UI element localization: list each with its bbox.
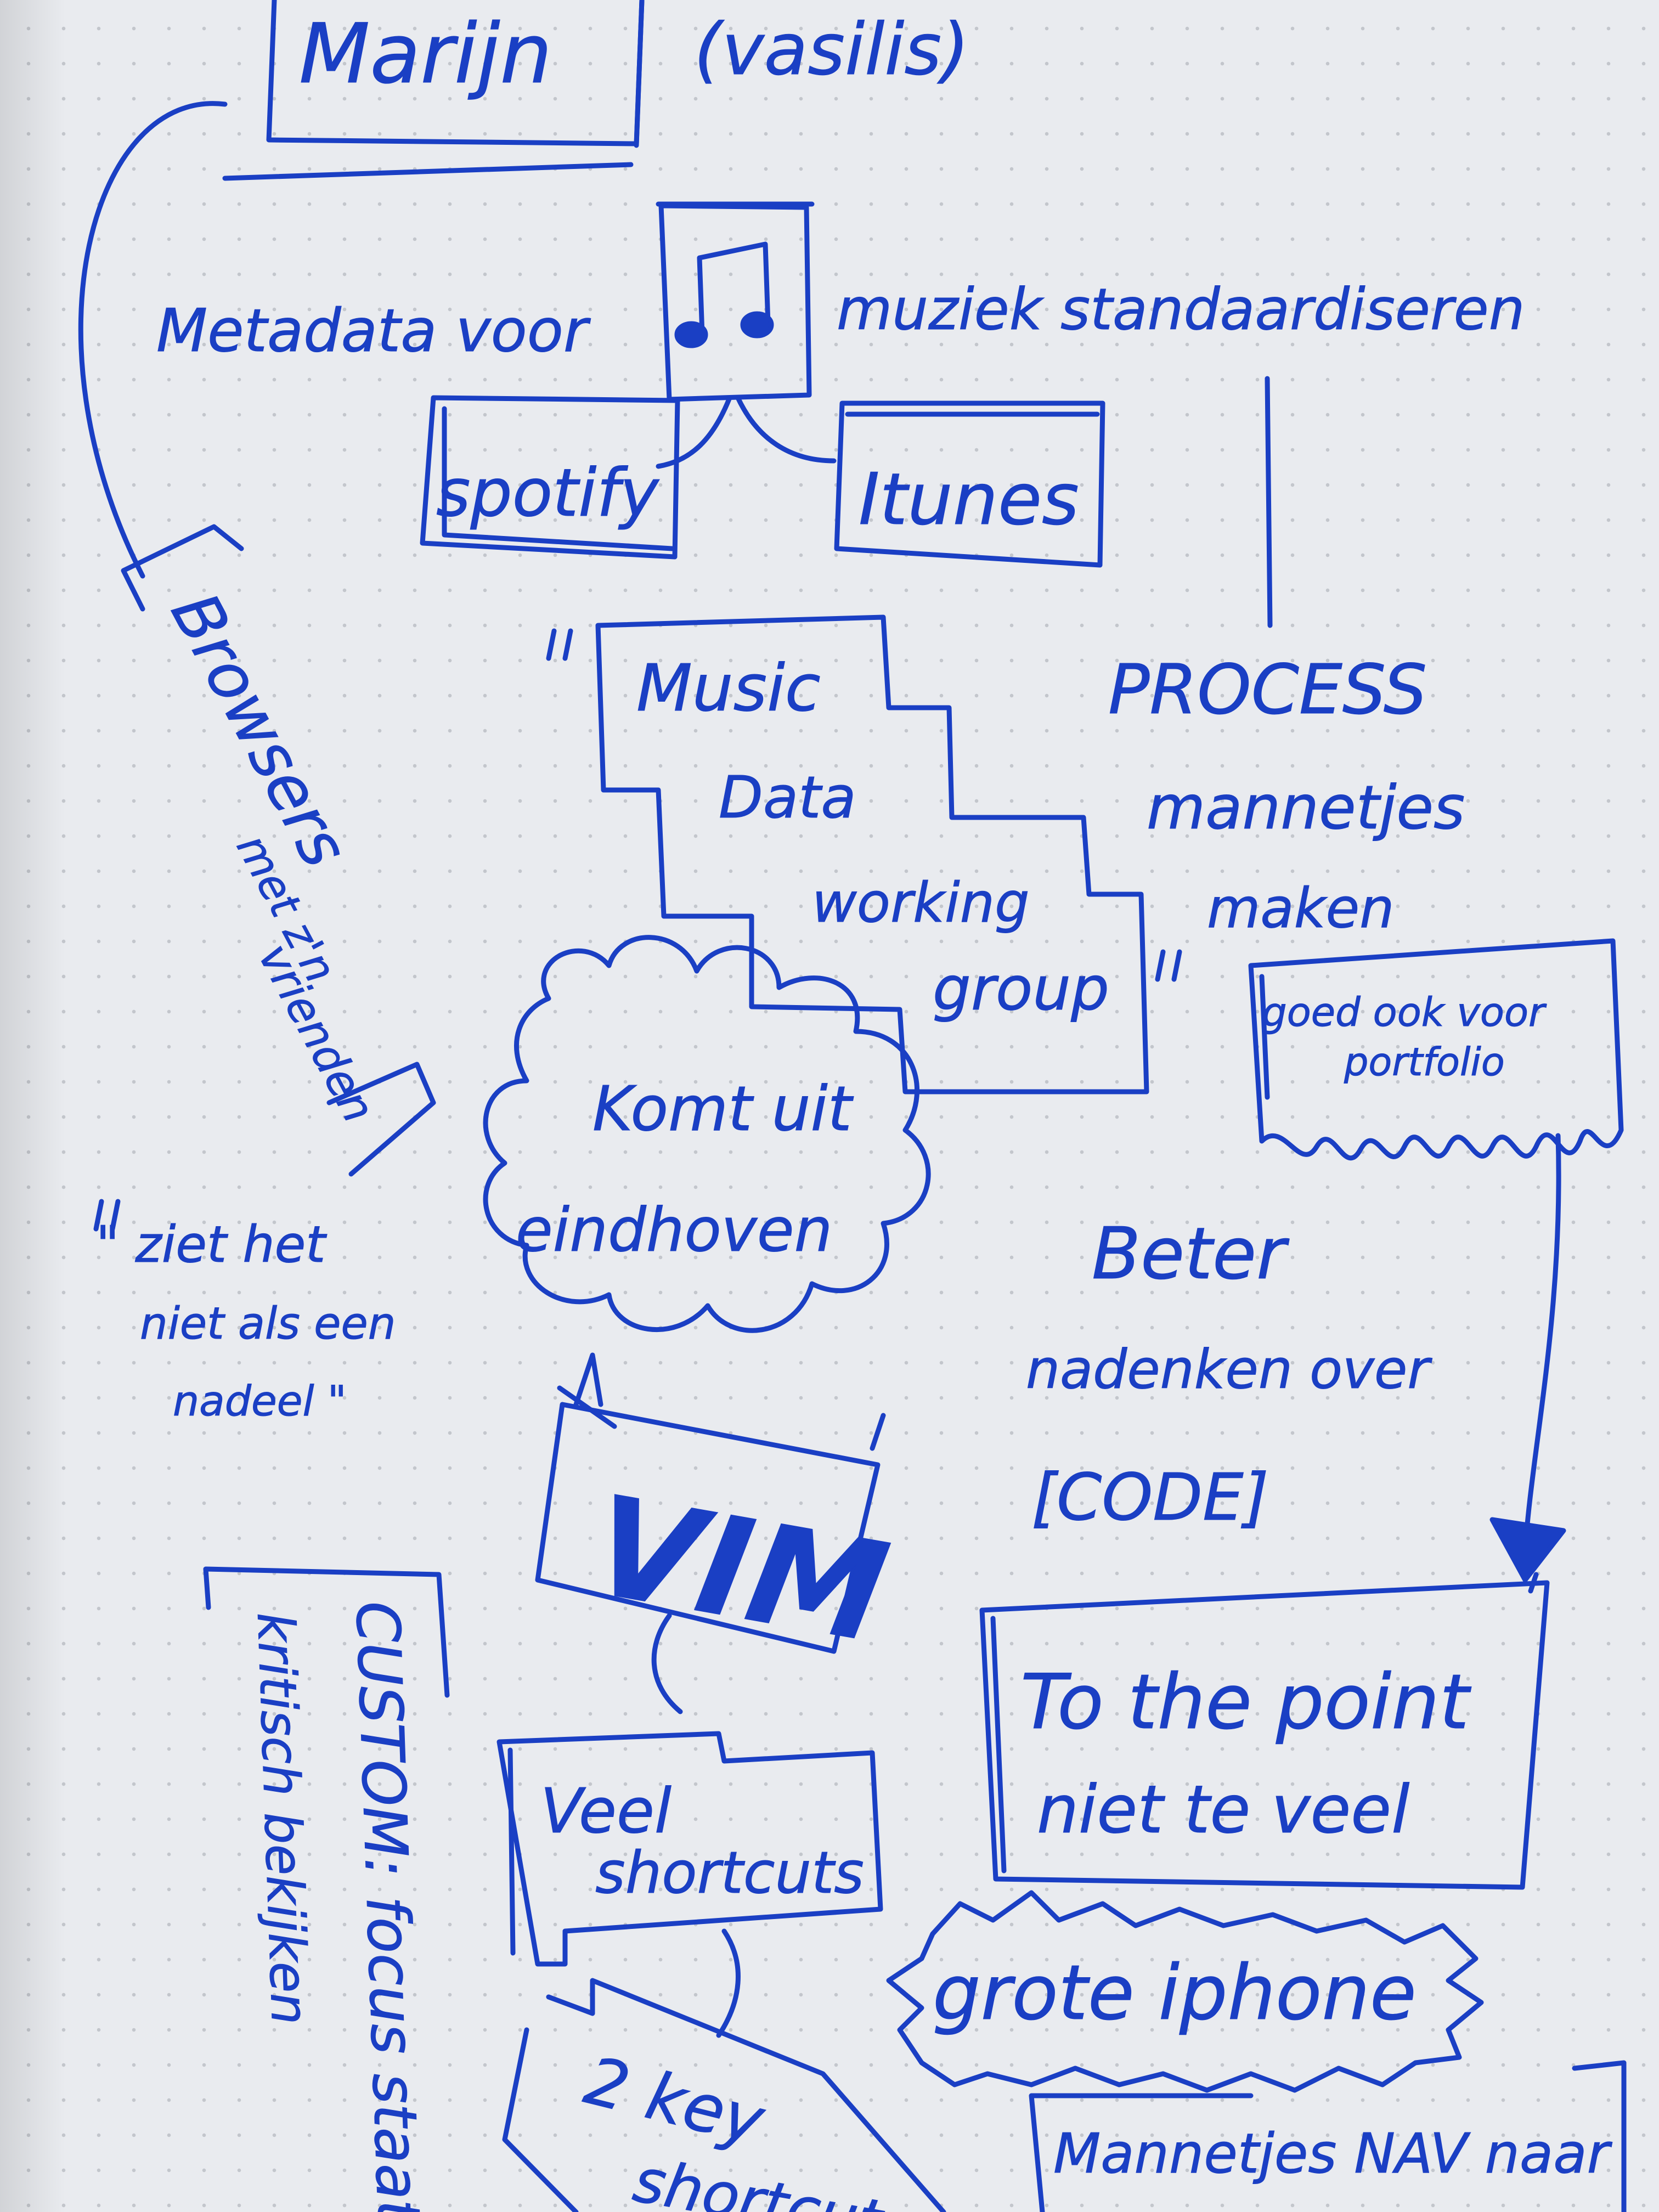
music-note-head-left — [674, 321, 708, 348]
shortcuts-box — [496, 1731, 883, 1967]
process-connector — [1265, 376, 1273, 628]
point-box-inner — [990, 1572, 1539, 1874]
metadata-right-text: muziek standaardiseren — [837, 276, 1525, 343]
metadata-left-text: Metadata voor — [156, 297, 591, 365]
name-box-side — [634, 0, 645, 148]
quote-mark-nadeel-open — [93, 1199, 121, 1232]
name-box-shadow-line — [222, 162, 634, 181]
keys-box — [502, 1978, 946, 2212]
beter-line1: Beter — [1092, 1212, 1290, 1295]
cloud-line1: Komt uit — [592, 1074, 854, 1145]
nadeel-line1: " ziet het — [96, 1215, 327, 1274]
point-line1: To the point — [1020, 1658, 1472, 1746]
music-data-line4: group — [933, 953, 1109, 1024]
custom-line1: CUSTOM: focus staat — [342, 1600, 433, 2212]
portfolio-line2: portfolio — [1344, 1040, 1505, 1085]
music-note-icon — [697, 241, 771, 337]
keys-line2: shortcuts — [628, 2145, 918, 2212]
vim-box — [535, 1402, 881, 1654]
shortcuts-box-inner — [507, 1747, 516, 1956]
shortcuts-line1: Veel — [540, 1776, 672, 1847]
vim-connector — [651, 1613, 683, 1714]
portfolio-box — [1248, 938, 1624, 1161]
itunes-text: Itunes — [859, 458, 1079, 541]
process-line3: maken — [1207, 876, 1395, 940]
music-note-head-right — [740, 311, 774, 338]
itunes-box — [834, 400, 1105, 568]
cloud-line2: eindhoven — [516, 1195, 832, 1265]
portfolio-arrow-line — [1522, 1133, 1561, 1555]
process-line1: PROCESS — [1108, 650, 1427, 730]
custom-bracket — [203, 1566, 450, 1698]
quote-mark-music-close — [1155, 949, 1182, 982]
portfolio-line1: goed ook voor — [1262, 989, 1547, 1035]
custom-line2: kritisch bekijken — [246, 1611, 319, 2025]
browsers-bracket-bottom — [326, 1062, 436, 1177]
handle-text: (vasilis) — [694, 8, 969, 91]
nav-text: Mannetjes NAV naar — [1053, 2121, 1613, 2186]
music-data-line3: working — [812, 871, 1030, 935]
process-line2: mannetjes — [1147, 772, 1465, 843]
spotify-text: spotify — [436, 455, 660, 532]
spotify-box — [420, 395, 680, 560]
iphone-outline — [886, 1890, 1484, 2093]
browsers-bracket-top — [121, 524, 244, 612]
point-line2: niet te veel — [1037, 1772, 1409, 1848]
name-connector-curve — [78, 101, 228, 579]
shortcuts-connector — [716, 1928, 741, 2038]
keys-line1: 2 key — [578, 2042, 772, 2160]
spotify-box-inner — [442, 406, 675, 551]
nadeel-line2: niet als een — [140, 1298, 396, 1349]
eindhoven-cloud — [483, 935, 931, 1333]
music-data-line1: Music — [636, 650, 821, 726]
nadeel-line3: nadeel " — [173, 1376, 347, 1425]
music-data-box — [595, 614, 1149, 1094]
point-box — [979, 1580, 1550, 1890]
name-text: Marijn — [299, 7, 552, 102]
quote-mark-music-open — [546, 628, 573, 661]
vim-spark — [557, 1352, 886, 1451]
beter-line3: [CODE] — [1031, 1459, 1269, 1535]
shortcuts-line2: shortcuts — [595, 1839, 864, 1906]
iphone-text: grote iphone — [933, 1949, 1417, 2037]
portfolio-box-inner — [1259, 974, 1270, 1100]
icon-fork-right — [735, 395, 837, 464]
beter-line2: nadenken over — [1026, 1339, 1432, 1401]
vim-text: VIM — [582, 1466, 899, 1674]
portfolio-arrow-head — [1489, 1517, 1566, 1583]
music-data-line2: Data — [719, 764, 856, 831]
music-icon-box — [658, 203, 812, 402]
icon-fork-left — [656, 395, 732, 469]
nav-box — [1029, 2060, 1627, 2212]
